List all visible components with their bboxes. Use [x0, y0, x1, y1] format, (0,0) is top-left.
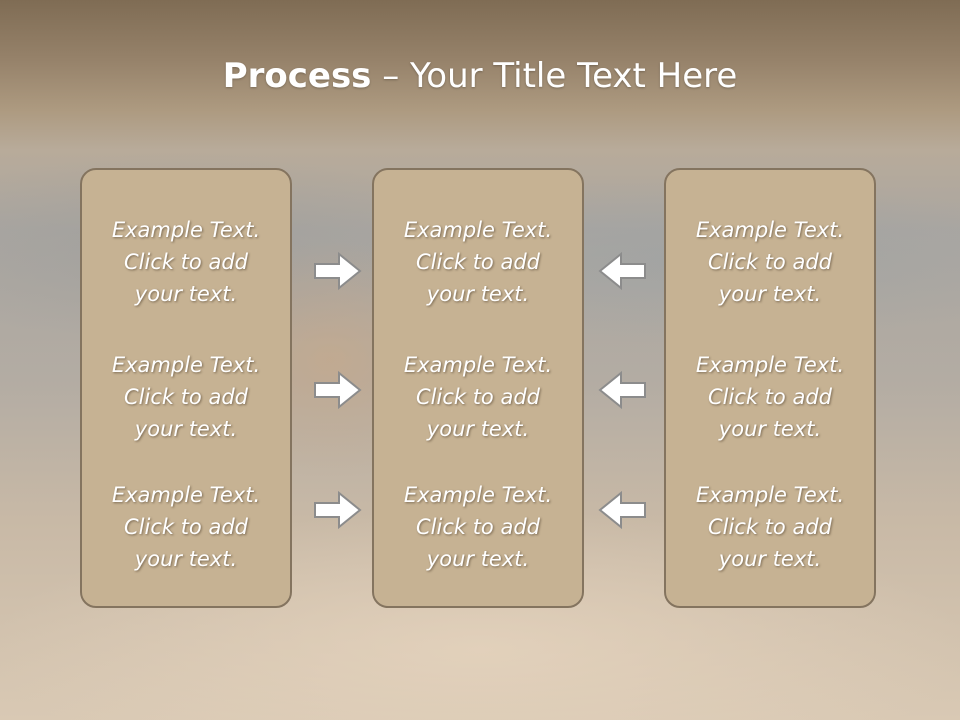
text-block[interactable]: Example Text. Click to add your text.: [82, 349, 290, 445]
title-bold: Process: [222, 56, 372, 96]
text-line: Click to add: [707, 515, 832, 539]
arrow-left-icon: [598, 370, 646, 410]
arrow-right-icon: [314, 370, 362, 410]
text-line: your text.: [718, 417, 822, 441]
text-line: Example Text.: [111, 483, 261, 507]
slide-title[interactable]: Process – Your Title Text Here: [0, 52, 960, 100]
text-line: Click to add: [415, 250, 540, 274]
text-line: Click to add: [123, 250, 248, 274]
text-block[interactable]: Example Text. Click to add your text.: [374, 349, 582, 445]
text-block[interactable]: Example Text. Click to add your text.: [666, 479, 874, 575]
text-line: Click to add: [707, 250, 832, 274]
arrow-left-icon: [598, 251, 646, 291]
text-line: your text.: [134, 282, 238, 306]
text-line: your text.: [718, 282, 822, 306]
text-block[interactable]: Example Text. Click to add your text.: [82, 214, 290, 310]
text-line: your text.: [134, 417, 238, 441]
text-line: Click to add: [123, 515, 248, 539]
text-line: Example Text.: [403, 218, 553, 242]
left-panel[interactable]: Example Text. Click to add your text. Ex…: [80, 168, 292, 608]
text-line: your text.: [426, 282, 530, 306]
title-rest: – Your Title Text Here: [371, 56, 738, 96]
text-line: your text.: [426, 417, 530, 441]
text-line: Click to add: [707, 385, 832, 409]
text-line: Example Text.: [403, 483, 553, 507]
text-line: Example Text.: [111, 218, 261, 242]
text-line: your text.: [718, 547, 822, 571]
text-line: Click to add: [415, 515, 540, 539]
text-line: Click to add: [123, 385, 248, 409]
text-block[interactable]: Example Text. Click to add your text.: [374, 479, 582, 575]
text-line: Example Text.: [695, 218, 845, 242]
right-panel[interactable]: Example Text. Click to add your text. Ex…: [664, 168, 876, 608]
arrow-left-icon: [598, 490, 646, 530]
text-block[interactable]: Example Text. Click to add your text.: [82, 479, 290, 575]
text-line: Example Text.: [403, 353, 553, 377]
text-line: your text.: [134, 547, 238, 571]
text-line: your text.: [426, 547, 530, 571]
center-panel[interactable]: Example Text. Click to add your text. Ex…: [372, 168, 584, 608]
arrow-right-icon: [314, 490, 362, 530]
text-line: Example Text.: [111, 353, 261, 377]
text-line: Example Text.: [695, 483, 845, 507]
text-block[interactable]: Example Text. Click to add your text.: [666, 349, 874, 445]
text-block[interactable]: Example Text. Click to add your text.: [374, 214, 582, 310]
text-line: Click to add: [415, 385, 540, 409]
text-line: Example Text.: [695, 353, 845, 377]
text-block[interactable]: Example Text. Click to add your text.: [666, 214, 874, 310]
arrow-right-icon: [314, 251, 362, 291]
